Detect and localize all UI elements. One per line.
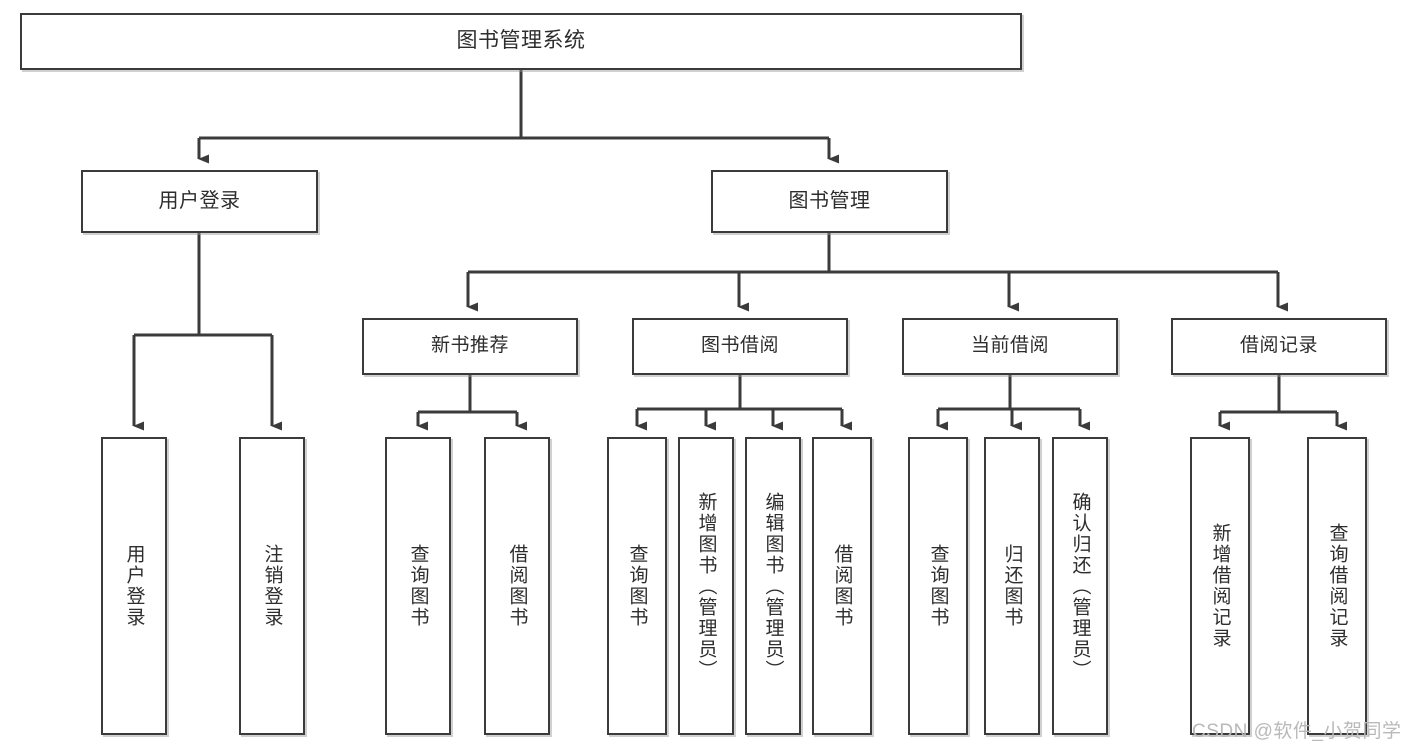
leaves-label-6: 编辑图书（管理员） [762, 491, 784, 681]
leaves-box-2[interactable]: 查询图书 [385, 437, 451, 735]
level1-box-0[interactable]: 用户登录 [81, 170, 318, 233]
leaves-label-4: 查询图书 [626, 544, 648, 628]
csdn-watermark: CSDN @软件_小贺同学 [1192, 721, 1402, 742]
leaves-box-10[interactable]: 确认归还（管理员） [1052, 437, 1108, 735]
level2-label-3: 借阅记录 [1239, 335, 1318, 357]
level2-label-2: 当前借阅 [970, 335, 1049, 357]
leaves-label-1: 注销登录 [261, 544, 283, 628]
leaves-box-3[interactable]: 借阅图书 [484, 437, 550, 735]
leaves-box-12[interactable]: 查询借阅记录 [1307, 437, 1367, 735]
leaves-label-3: 借阅图书 [506, 544, 528, 628]
level1-box-1[interactable]: 图书管理 [711, 170, 948, 233]
level1-label-1: 图书管理 [788, 189, 871, 212]
leaves-box-7[interactable]: 借阅图书 [812, 437, 872, 735]
level2-label-1: 图书借阅 [700, 335, 779, 357]
leaves-label-11: 新增借阅记录 [1209, 523, 1231, 649]
leaves-box-11[interactable]: 新增借阅记录 [1190, 437, 1250, 735]
leaves-label-10: 确认归还（管理员） [1069, 491, 1091, 681]
leaves-box-8[interactable]: 查询图书 [908, 437, 968, 735]
leaves-label-12: 查询借阅记录 [1326, 523, 1348, 649]
leaves-box-0[interactable]: 用户登录 [101, 437, 167, 735]
leaves-label-5: 新增图书（管理员） [695, 491, 717, 681]
leaves-label-0: 用户登录 [123, 544, 145, 628]
level1-label-0: 用户登录 [158, 189, 241, 212]
leaves-label-2: 查询图书 [407, 544, 429, 628]
leaves-box-1[interactable]: 注销登录 [239, 437, 305, 735]
leaves-label-9: 归还图书 [1001, 544, 1023, 628]
level2-label-0: 新书推荐 [430, 335, 509, 357]
level2-box-3[interactable]: 借阅记录 [1171, 318, 1387, 375]
level2-box-0[interactable]: 新书推荐 [362, 318, 578, 375]
leaves-label-7: 借阅图书 [831, 544, 853, 628]
leaves-label-8: 查询图书 [927, 544, 949, 628]
leaves-box-4[interactable]: 查询图书 [607, 437, 667, 735]
level2-box-2[interactable]: 当前借阅 [902, 318, 1118, 375]
leaves-box-6[interactable]: 编辑图书（管理员） [745, 437, 801, 735]
leaves-box-5[interactable]: 新增图书（管理员） [678, 437, 734, 735]
level2-box-1[interactable]: 图书借阅 [632, 318, 848, 375]
root-box-0[interactable]: 图书管理系统 [20, 13, 1022, 70]
leaves-box-9[interactable]: 归还图书 [984, 437, 1040, 735]
root-label-0: 图书管理系统 [456, 29, 586, 53]
